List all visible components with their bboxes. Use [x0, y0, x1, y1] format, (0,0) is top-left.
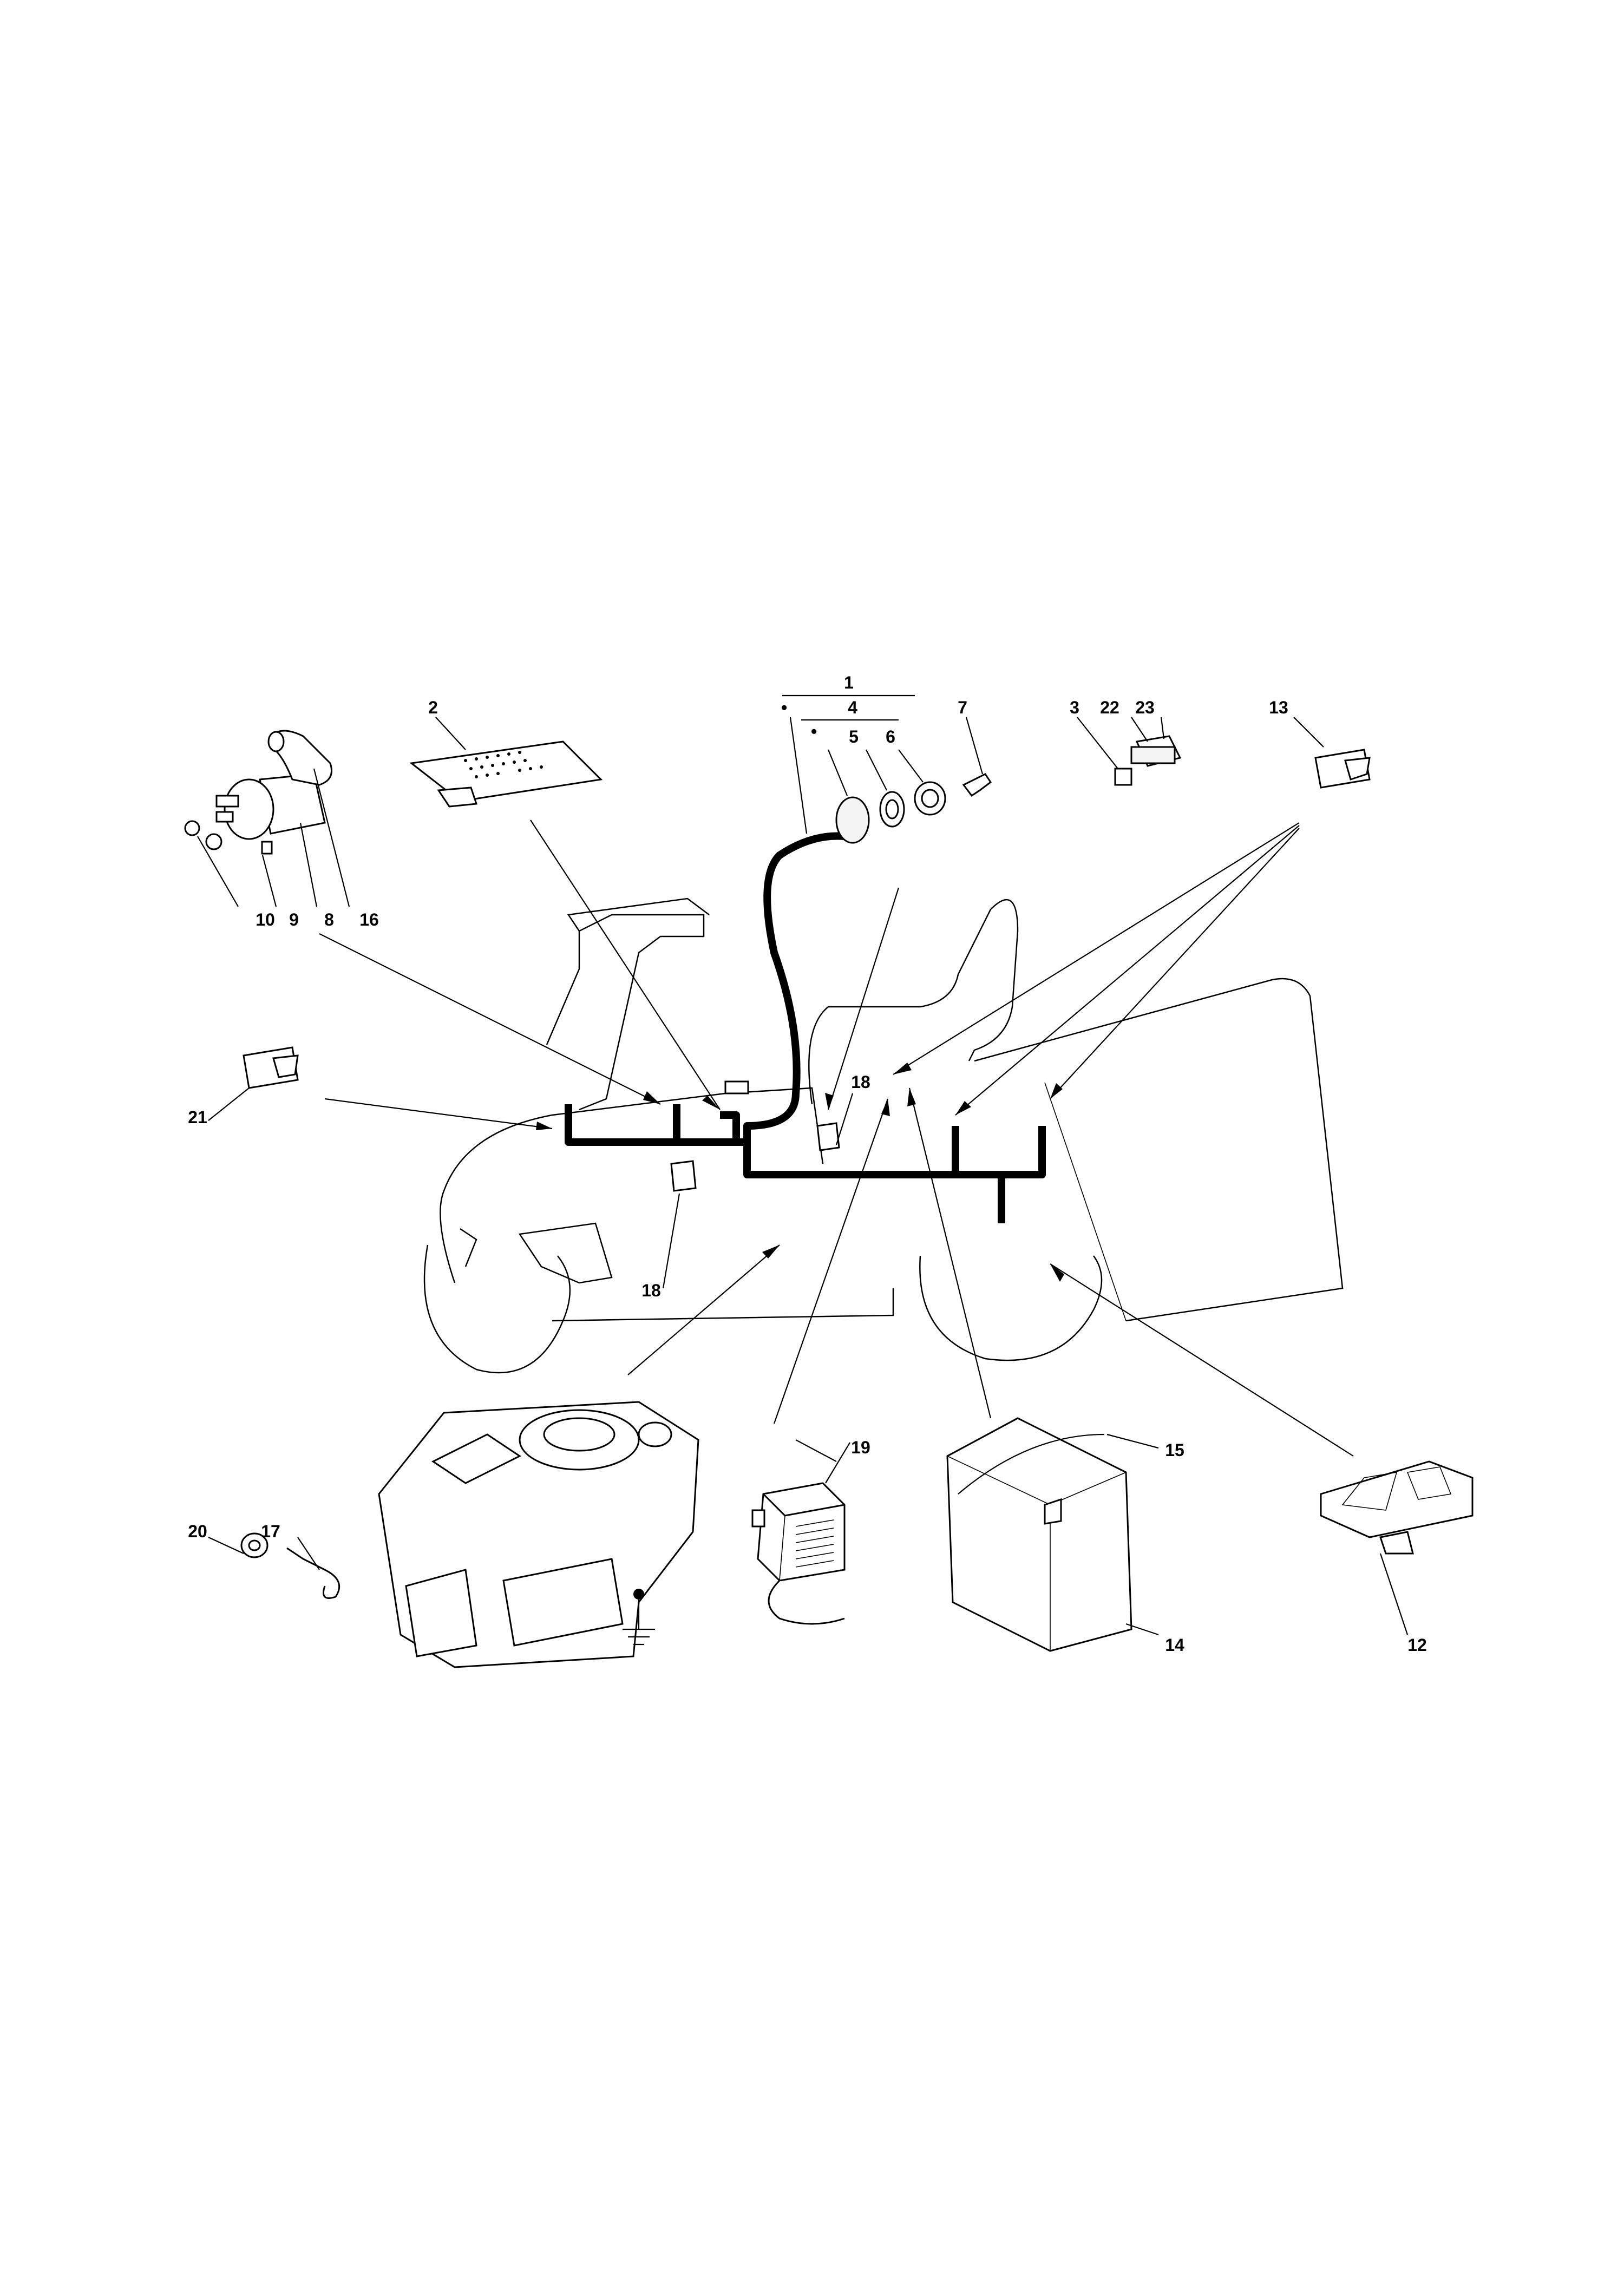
washer-20	[240, 1532, 269, 1558]
callout-13: 13	[1269, 698, 1288, 717]
battery-charger	[751, 1482, 846, 1625]
bullet-mark-1: •	[781, 698, 787, 717]
callout-22: 22	[1100, 698, 1119, 717]
callout-5: 5	[849, 727, 859, 746]
ground-wire-17	[286, 1547, 340, 1599]
callout-19: 19	[851, 1438, 870, 1457]
fuse-relay	[1114, 735, 1182, 786]
solenoid-assembly	[184, 730, 332, 855]
callout-17: 17	[261, 1522, 280, 1541]
callout-3: 3	[1070, 698, 1079, 717]
battery	[946, 1417, 1132, 1652]
arrowheads	[536, 1063, 1064, 1282]
callout-10: 10	[256, 910, 275, 929]
callout-8: 8	[324, 910, 334, 929]
bullet-mark-4: •	[811, 722, 817, 741]
leader-lines	[197, 694, 1409, 1636]
battery-holder	[1320, 1460, 1474, 1555]
callout-2: 2	[428, 698, 438, 717]
callout-20: 20	[188, 1522, 207, 1541]
bullet-marks: • •	[781, 698, 817, 741]
callout-4: 4	[848, 698, 857, 717]
ground-icon	[623, 1600, 655, 1646]
callout-21: 21	[188, 1107, 207, 1127]
callout-16: 16	[359, 910, 379, 929]
callout-9: 9	[289, 910, 299, 929]
callout-12: 12	[1407, 1635, 1427, 1655]
circuit-board	[409, 740, 603, 808]
callout-labels: 1 2 3 4 5 6 7 8 9 10 12 13 14 15 16 17 1…	[188, 673, 1427, 1655]
callout-7: 7	[958, 698, 967, 717]
callout-6: 6	[886, 727, 895, 746]
callout-18-right: 18	[851, 1072, 870, 1092]
rocker-switch-13	[1314, 749, 1371, 789]
callout-23: 23	[1135, 698, 1155, 717]
clip-18-left	[670, 1160, 697, 1192]
callout-14: 14	[1165, 1635, 1184, 1655]
callout-1: 1	[844, 673, 854, 692]
mower-outline	[423, 897, 1344, 1374]
callout-15: 15	[1165, 1440, 1184, 1460]
engine	[378, 1401, 699, 1668]
clip-18-right	[816, 1122, 840, 1151]
callout-18-left: 18	[641, 1281, 661, 1300]
wiring-harness	[565, 832, 1046, 1223]
rocker-switch-21	[243, 1046, 299, 1089]
ignition-switch	[835, 773, 992, 844]
